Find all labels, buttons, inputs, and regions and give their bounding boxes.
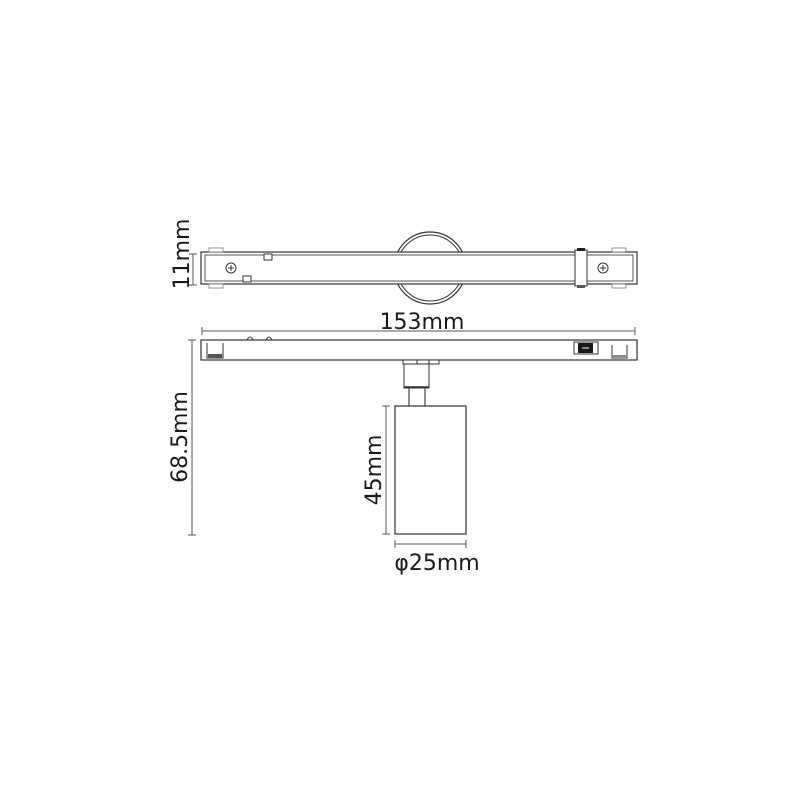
dimension-head-length: 45mm: [362, 405, 390, 535]
label-total-height: 68.5mm: [168, 391, 193, 483]
screw-icon: [225, 262, 237, 274]
dimension-head-diameter: φ25mm: [394, 540, 480, 576]
label-head-diameter: φ25mm: [394, 551, 479, 576]
label-rail-height: 11mm: [170, 219, 195, 290]
dimension-total-height: 68.5mm: [168, 339, 196, 536]
adapter: [402, 359, 440, 406]
label-head-length: 45mm: [362, 435, 387, 506]
label-rail-length: 153mm: [380, 310, 465, 335]
side-view: [200, 336, 638, 535]
screw-icon: [597, 262, 609, 274]
dimension-rail-length: 153mm: [201, 310, 636, 335]
top-rail-inner: [204, 254, 634, 282]
top-view: [200, 231, 638, 305]
spotlight-head: [394, 405, 467, 535]
dimension-rail-height: 11mm: [170, 219, 197, 290]
side-rail-body: [200, 339, 638, 361]
